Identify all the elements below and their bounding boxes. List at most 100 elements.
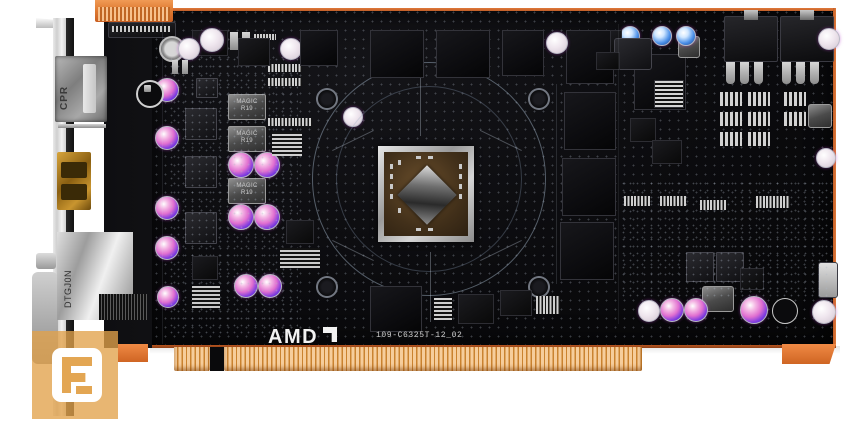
memory-chip [300,30,338,66]
capacitor-footprint-silkscreen [772,298,798,324]
gpu-substrate [384,152,468,236]
vrm-capacitor [254,152,280,178]
pcie-key-notch [210,347,224,371]
smd-resistor [230,32,238,50]
power-pin-pad [740,62,749,84]
smd-array [280,248,320,268]
vrm-capacitor [155,126,179,150]
small-chip [596,52,620,70]
inductor-label-line1: MAGIC [236,183,257,189]
driver-chip [286,220,314,244]
pcb-top-copper-edge [152,8,836,11]
smd-array [254,34,276,40]
ceramic-capacitor [546,32,568,54]
cooler-mount-hole-bottom-left [316,276,338,298]
small-chip [192,256,218,280]
small-chip [740,268,764,290]
smd-array [748,92,770,106]
vrm-mosfet-1 [185,108,217,140]
smd-field-right [620,180,830,300]
silkscreen-trace [430,252,431,322]
smd-array [756,196,790,208]
memory-chip [370,30,424,78]
ceramic-capacitor [816,148,836,168]
smd-array [784,112,806,126]
vrm-capacitor [155,236,179,260]
vrm-mosfet-4 [196,78,218,98]
crossfire-contacts [98,7,170,21]
smd-resistor [172,60,178,74]
polymer-capacitor [740,296,768,324]
vrm-capacitor [258,274,282,298]
ceramic-capacitor [818,28,840,50]
memory-chip [562,158,616,216]
connector-latch [744,10,758,20]
power-pin-pad [754,62,763,84]
displayport-connector: CPR [55,56,107,122]
cooler-mount-hole-top-right [528,88,550,110]
fan-header-connector [818,262,838,298]
inductor-label-line2: R19 [241,106,253,112]
site-watermark [32,331,118,419]
vrm-mosfet [686,252,714,282]
vrm-mosfet-2 [185,156,217,188]
smd-array [720,92,742,106]
smd-field-left [168,56,298,336]
smd-array [434,298,452,320]
board-part-number: 109-C6325T-12_02 [376,331,463,340]
dp-shield-clip [58,124,106,128]
bracket-retention-tab [36,253,56,269]
memory-chip [436,30,490,78]
polarity-marker-icon [136,80,164,108]
vrm-inductor-1: MAGIC R19 [228,94,266,120]
cooler-mount-silkscreen-circle [312,62,546,296]
smd-array [748,112,770,126]
bios-chip [458,294,494,324]
silkscreen-trace [162,14,163,344]
crossfire-bridge-connector [95,0,173,22]
hdmi-slot-lower [61,184,87,200]
smd-array [784,92,806,106]
vrm-inductor-3: MAGIC R19 [228,178,266,204]
hdmi-connector [57,152,91,210]
tantalum-capacitor [652,26,672,46]
crossfire-pins [112,26,170,32]
gpu-die [397,165,457,225]
vrm-capacitor [155,196,179,220]
pcie-x16-gold-fingers [174,347,644,373]
pcb-tab-right [782,344,836,364]
pcie-6pin-power-connector-1 [724,16,778,62]
memory-chip [564,92,616,150]
smd-array [536,296,560,314]
dvi-connector: DTGJ0N [57,232,147,320]
smd-array [700,200,726,210]
ceramic-capacitor [200,28,224,52]
silkscreen-trace [556,84,557,284]
smd-array [660,196,686,206]
vrm-capacitor [234,274,258,298]
power-pin-pad [810,62,819,84]
polymer-capacitor [684,298,708,322]
watermark-glyph-tail [76,386,92,394]
vrm-mosfet-3 [185,212,217,244]
memory-chip [370,286,422,332]
gpu-package [378,146,474,242]
dvi-pin-block [99,294,147,320]
pwm-controller-chip [238,38,270,66]
tantalum-capacitor [676,26,696,46]
displayport-slot [83,64,96,113]
watermark-logo-tile [52,348,102,402]
smd-array [272,132,302,156]
smd-array [720,132,742,146]
vrm-capacitor [228,152,254,178]
inductor-label-line2: R19 [241,190,253,196]
smd-resistor [182,60,188,74]
soic-chip [652,140,682,164]
memory-chip [560,222,614,280]
smd-array [624,196,650,206]
displayport-connector-label: CPR [59,85,70,110]
pcb-tab-left [118,344,148,362]
inductor-label-line1: MAGIC [236,131,257,137]
ceramic-capacitor [638,300,660,322]
dvi-connector-label: DTGJ0N [63,269,73,308]
